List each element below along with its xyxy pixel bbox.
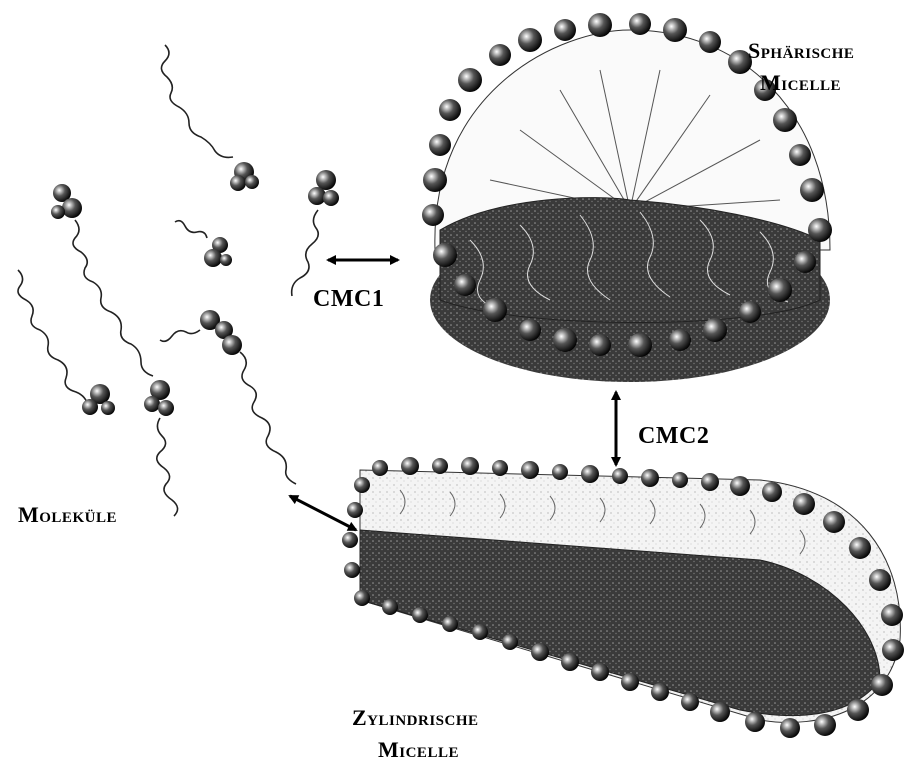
label-cmc1: CMC1 [313, 286, 384, 313]
cylindrical-micelle [342, 457, 904, 738]
label-molecules: Moleküle [18, 502, 117, 528]
free-molecules [18, 45, 339, 516]
molecule [160, 310, 296, 484]
molecule [144, 380, 178, 516]
molecule [175, 221, 232, 267]
label-spherical-line1: Sphärische [748, 38, 854, 64]
molecule [161, 45, 259, 191]
molecule [51, 184, 153, 376]
label-cylindrical-line2: Micelle [378, 737, 459, 763]
arrow-molecules-cylinder [290, 496, 356, 530]
label-cmc2: CMC2 [638, 423, 709, 450]
label-cylindrical-line1: Zylindrische [352, 705, 479, 731]
molecule [292, 170, 339, 296]
label-spherical-line2: Micelle [760, 70, 841, 96]
spherical-micelle [422, 13, 832, 382]
